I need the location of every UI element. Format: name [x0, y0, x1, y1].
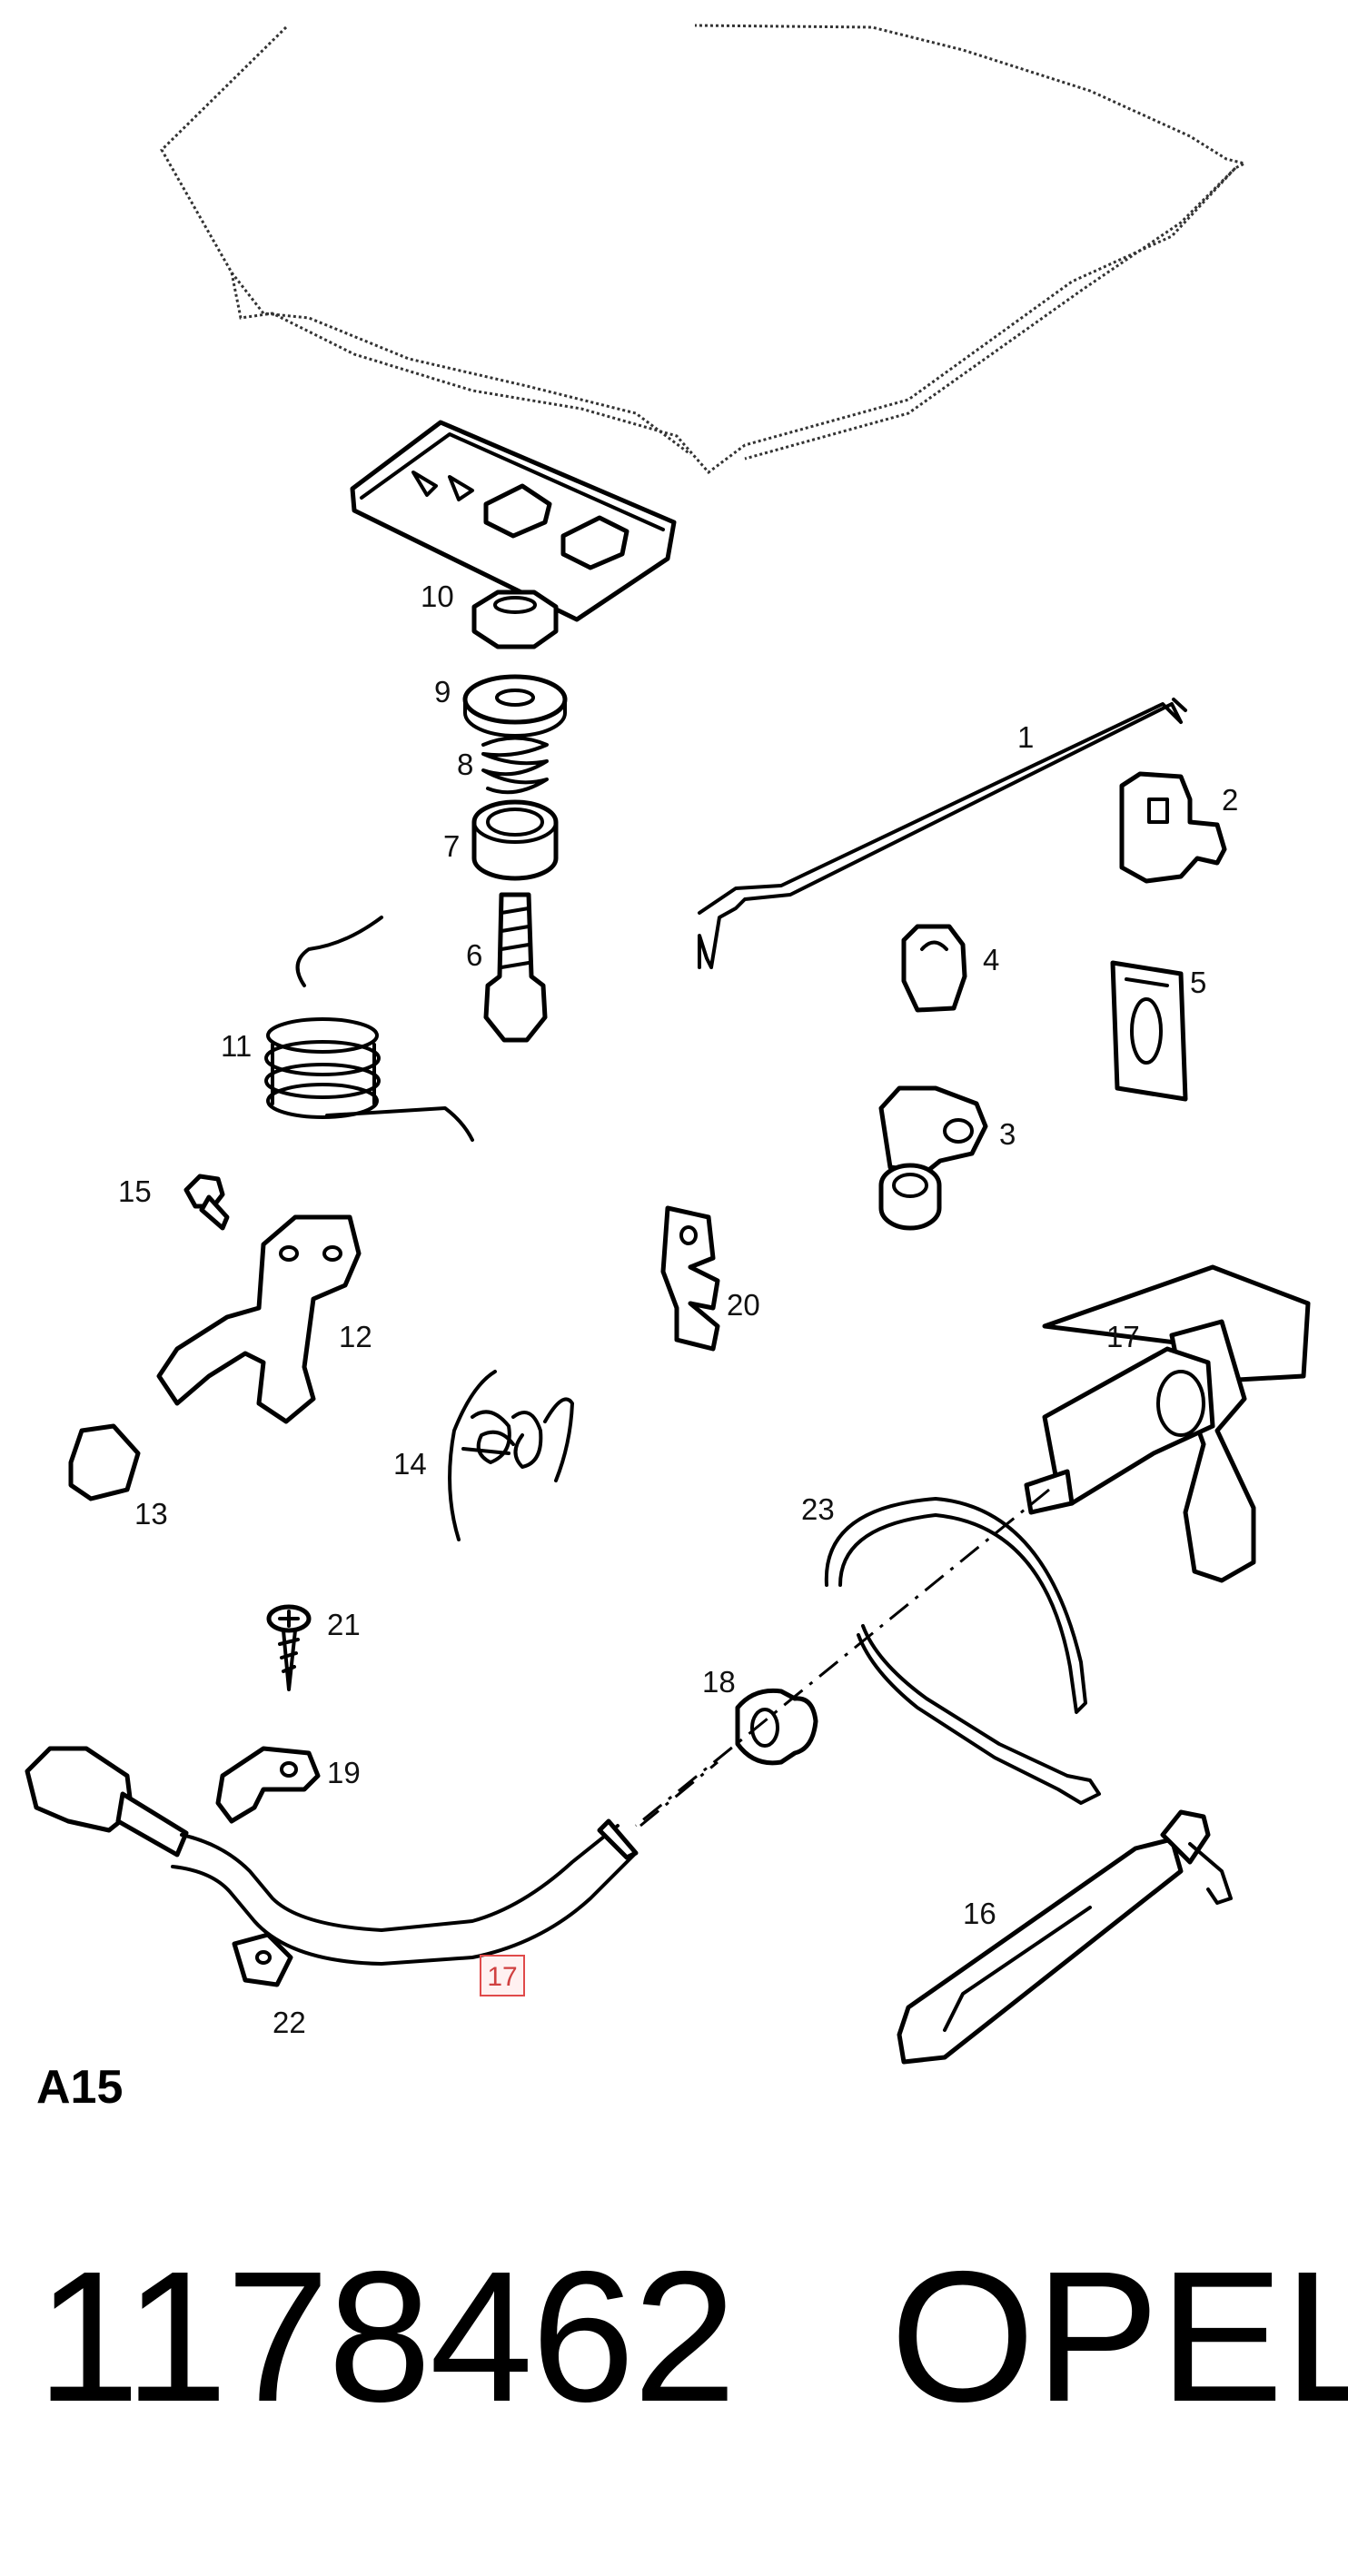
callout-10: 10 — [421, 580, 454, 613]
assembly-axis-line — [635, 1488, 1050, 1828]
callout-2: 2 — [1222, 783, 1238, 817]
callout-22: 22 — [273, 2006, 306, 2039]
callout-1: 1 — [1017, 720, 1034, 754]
lever-17 — [1024, 1264, 1311, 1583]
callout-18: 18 — [702, 1665, 736, 1699]
part-number: 1178462 — [36, 2233, 737, 2441]
clip-4 — [901, 924, 967, 1013]
nut-10 — [471, 590, 559, 649]
callout-23: 23 — [801, 1492, 835, 1526]
bracket-20 — [660, 1205, 720, 1352]
callout-20: 20 — [727, 1288, 760, 1322]
tube-16 — [897, 1809, 1233, 2065]
callout-13: 13 — [134, 1497, 168, 1531]
callout-17: 17 — [1106, 1320, 1140, 1353]
callout-5: 5 — [1190, 966, 1206, 999]
clip-19 — [215, 1746, 321, 1824]
cable-17 — [25, 1746, 719, 1966]
callout-19: 19 — [327, 1756, 361, 1789]
grommet-18 — [735, 1688, 818, 1766]
callout-15: 15 — [118, 1174, 152, 1208]
spring-8 — [481, 736, 549, 795]
rod-1 — [698, 698, 1187, 969]
callout-7: 7 — [443, 829, 460, 863]
spring-14 — [448, 1370, 574, 1541]
cap-13 — [68, 1423, 141, 1501]
bracket-3 — [878, 1085, 988, 1231]
section-code: A15 — [36, 2061, 124, 2114]
callout-16: 16 — [963, 1897, 996, 1930]
plate-5 — [1110, 960, 1188, 1102]
callout-11: 11 — [221, 1029, 252, 1063]
callout-6: 6 — [466, 938, 482, 972]
callout-4: 4 — [983, 943, 999, 976]
callout-14: 14 — [393, 1447, 427, 1481]
clip-2 — [1119, 771, 1227, 884]
callout-8: 8 — [457, 748, 473, 781]
callout-3: 3 — [999, 1117, 1016, 1151]
latch-12 — [156, 1214, 362, 1424]
spring-11 — [264, 916, 474, 1142]
screw-21 — [266, 1604, 312, 1691]
callout-labels: 1 2 3 4 5 6 7 8 9 10 11 12 13 14 15 16 1… — [118, 580, 1238, 2039]
callout-21: 21 — [327, 1608, 361, 1641]
bolt-6 — [483, 892, 548, 1043]
washer-9 — [462, 674, 568, 738]
exploded-parts-diagram: 1 2 3 4 5 6 7 8 9 10 11 12 13 14 15 16 1… — [25, 24, 1311, 2065]
strap-23 — [824, 1497, 1101, 1805]
bushing-7 — [471, 799, 559, 881]
lock-plate — [350, 420, 677, 622]
brand-name: OPEL — [890, 2233, 1348, 2441]
hood-outline — [160, 24, 1249, 475]
clip-22 — [232, 1932, 293, 1987]
highlighted-callout-17[interactable]: 17 — [480, 1955, 525, 1996]
callout-9: 9 — [434, 675, 451, 708]
callout-12: 12 — [339, 1320, 372, 1353]
screw-15 — [183, 1174, 230, 1231]
